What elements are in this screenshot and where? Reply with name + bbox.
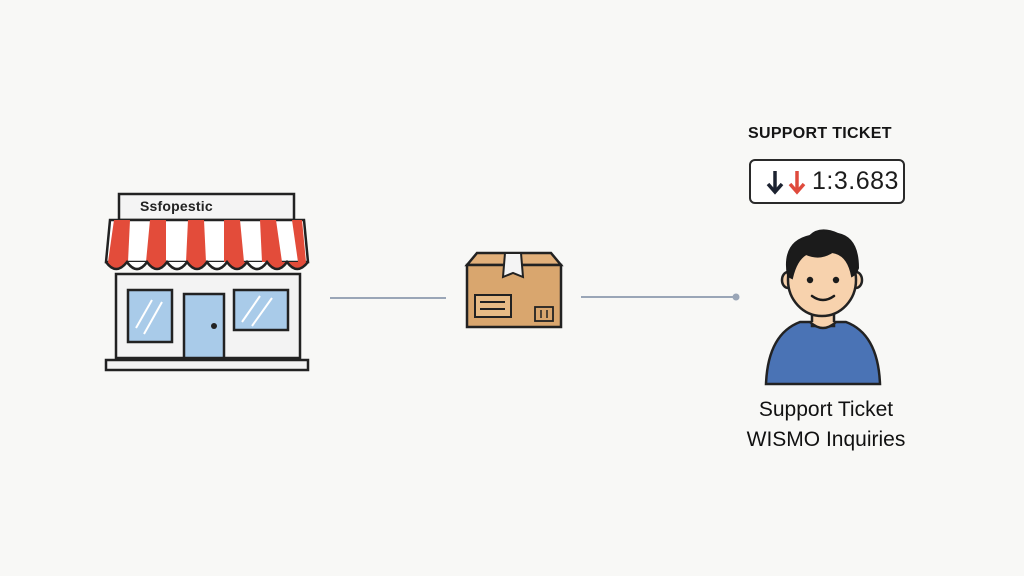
connector-end-dot [732, 293, 740, 301]
arrow-down-dark-icon [766, 170, 784, 195]
storefront-icon [104, 192, 310, 372]
ticket-counter-box: 1:3.683 [749, 159, 905, 204]
support-agent-avatar-icon [764, 229, 882, 386]
person-caption-line2: WISMO Inquiries [746, 428, 906, 451]
package-icon [464, 251, 564, 329]
ticket-title: SUPPORT TICKET [748, 125, 892, 142]
arrow-down-red-icon [788, 170, 806, 195]
store-sign-text: Ssfopestic [140, 198, 213, 214]
person-caption-line1: Support Ticket [758, 398, 894, 421]
ticket-number: 1:3.683 [812, 167, 899, 195]
